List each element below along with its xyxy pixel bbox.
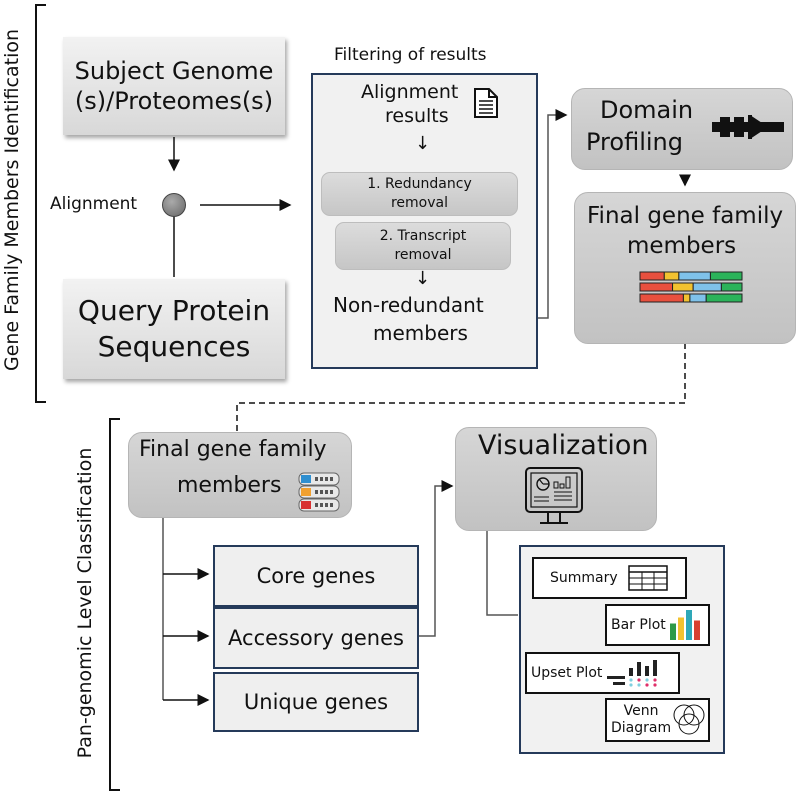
db-slot: [320, 503, 323, 507]
subject-line1: Subject Genome: [74, 57, 274, 85]
final-top-line2: members: [627, 233, 737, 259]
db-slot: [330, 490, 333, 494]
db-slot: [325, 503, 328, 507]
visualization-title: Visualization: [478, 430, 649, 461]
core-genes-label: Core genes: [256, 564, 376, 588]
gene-segment: [639, 271, 665, 281]
bar-chart-icon: [669, 610, 700, 640]
alignment-results-line1: Alignment: [361, 81, 459, 103]
top-section-bracket: [35, 4, 46, 403]
db-slot: [315, 477, 318, 481]
domain-line2: Profiling: [586, 128, 683, 156]
db-slot: [315, 503, 318, 507]
monitor-dashboard-icon: [525, 467, 583, 524]
upset-plot-icon: [607, 660, 658, 687]
database-icon: [298, 472, 340, 512]
db-layer-color: [301, 475, 311, 483]
venn-label-line1: Venn: [623, 703, 659, 719]
gene-segment: [720, 282, 743, 292]
final-top-line1: Final gene family: [587, 203, 784, 229]
bar-icon-bar: [693, 620, 700, 640]
venn-icon: [673, 704, 705, 735]
db-slot: [325, 490, 328, 494]
db-slot: [330, 477, 333, 481]
final-members-bottom-box: Final gene family members: [128, 432, 352, 518]
db-slot: [320, 490, 323, 494]
bottom-section-bracket: [109, 418, 120, 791]
gene-segment: [672, 282, 694, 292]
subject-genome-box: Subject Genome (s)/Proteomes(s): [63, 37, 285, 135]
domain-arrow-icon: [712, 115, 784, 139]
upset-plot-item: Upset Plot: [525, 652, 680, 694]
db-slot: [320, 477, 323, 481]
summary-label: Summary: [550, 570, 618, 586]
venn-label-line2: Diagram: [611, 720, 672, 736]
step2-line2: removal: [394, 247, 452, 263]
accessory-genes-box: Accessory genes: [213, 607, 419, 669]
section-label-identification: Gene Family Members Identification: [1, 28, 23, 371]
gene-segment: [663, 271, 680, 281]
unique-genes-label: Unique genes: [243, 690, 389, 714]
bar-plot-item: Bar Plot: [605, 604, 710, 646]
query-protein-box: Query Protein Sequences: [63, 279, 285, 379]
core-genes-box: Core genes: [213, 545, 419, 607]
gene-segment: [689, 293, 707, 303]
db-layer-color: [301, 488, 311, 496]
document-icon: [474, 88, 498, 118]
upset-plot-label: Upset Plot: [531, 665, 603, 681]
visualization-box: Visualization: [455, 427, 657, 531]
query-line2: Sequences: [97, 330, 251, 363]
gene-segment: [639, 282, 674, 292]
step2-line1: 2. Transcript: [379, 228, 467, 244]
section-label-classification: Pan-genomic Level Classification: [74, 447, 96, 759]
db-slot: [330, 503, 333, 507]
non-redundant-line2: members: [373, 321, 468, 345]
gene-segment: [639, 293, 684, 303]
down-arrow-2: ↓: [415, 268, 431, 289]
subject-line2: (s)/Proteomes(s): [74, 87, 274, 115]
summary-item: Summary: [532, 557, 687, 599]
domain-line1: Domain: [600, 96, 694, 124]
step1-line1: 1. Redundancy: [367, 176, 472, 192]
accessory-genes-label: Accessory genes: [228, 626, 404, 650]
non-redundant-line1: Non-redundant: [333, 293, 484, 317]
db-slot: [325, 477, 328, 481]
gene-segment: [682, 293, 691, 303]
filtering-heading: Filtering of results: [334, 45, 487, 65]
gene-segment: [705, 293, 743, 303]
venn-diagram-item: Venn Diagram: [605, 698, 710, 742]
gene-segment: [709, 271, 743, 281]
gene-segment: [692, 282, 722, 292]
bar-icon-bar: [685, 610, 692, 640]
alignment-label: Alignment: [50, 194, 138, 214]
filtering-panel: Alignment results ↓ 1. Redundancy remova…: [311, 73, 538, 369]
final-bottom-line1: Final gene family: [139, 437, 327, 462]
gene-bars-icon: [639, 271, 743, 303]
final-bottom-line2: members: [177, 473, 282, 498]
gene-segment: [678, 271, 711, 281]
table-icon: [627, 565, 668, 591]
transcript-removal-step: 2. Transcript removal: [335, 222, 511, 270]
query-line1: Query Protein: [77, 294, 271, 327]
db-layer-color: [301, 501, 311, 509]
final-members-top-box: Final gene family members: [574, 192, 796, 344]
down-arrow: ↓: [415, 133, 431, 154]
unique-genes-box: Unique genes: [213, 672, 419, 732]
db-slot: [315, 490, 318, 494]
step1-line2: removal: [390, 195, 449, 211]
redundancy-removal-step: 1. Redundancy removal: [321, 172, 518, 216]
bar-plot-label: Bar Plot: [611, 617, 666, 633]
alignment-results-line2: results: [385, 105, 449, 127]
alignment-node: [162, 193, 186, 217]
domain-profiling-box: Domain Profiling: [571, 88, 793, 170]
visualization-output-panel: Summary Bar Plot Upset Plot: [519, 545, 725, 754]
dashed-connector: [236, 343, 686, 432]
bar-icon-bar: [677, 617, 684, 640]
bar-icon-bar: [669, 623, 676, 640]
